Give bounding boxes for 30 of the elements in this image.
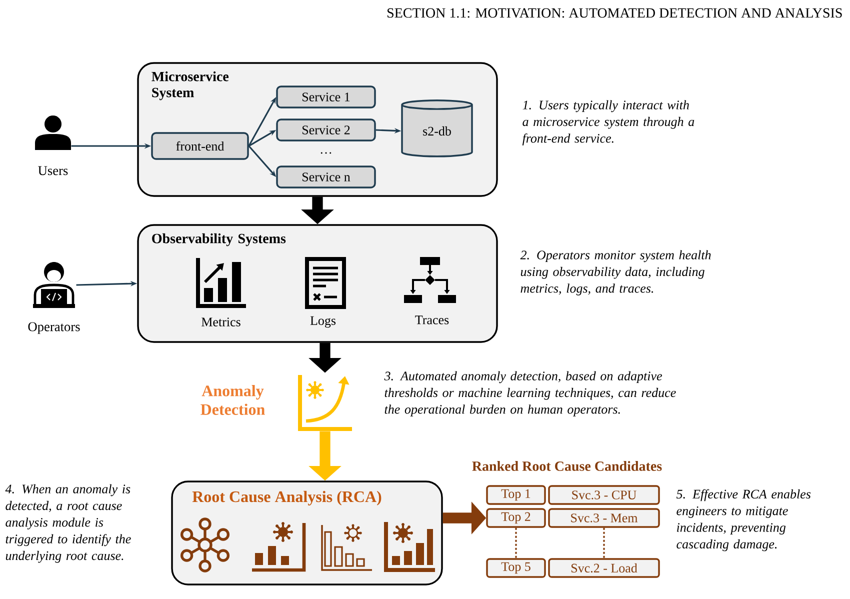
ellipsis: …: [320, 152, 332, 154]
icon-caption: Logs: [310, 316, 336, 328]
candidate-box: Top 2: [486, 508, 546, 528]
note-text: 4. When an anomaly is detected, a root cause analysis module is triggered to identify the underlying root cause.: [5, 484, 131, 563]
candidate-box: Svc.3 - Mem: [548, 508, 660, 528]
anomaly-chart-icon: [298, 375, 352, 431]
note-text: 3. Automated anomaly detection, based on adaptive thresholds or machine learning techniques, can reduce the operational burden on human operators.: [384, 371, 676, 416]
candidate-box: Top 1: [486, 485, 546, 505]
list-heading: Ranked Root Cause Candidates: [472, 461, 662, 471]
candidate-box: Svc.3 - CPU: [548, 485, 660, 505]
candidate-box: Top 5: [486, 558, 546, 578]
note-text: 1. Users typically interact with a microservice system through a front-end service.: [522, 100, 694, 146]
note-text: 2. Operators monitor system health using observability data, including metrics, logs, and traces.: [520, 250, 711, 296]
node-caption: Users: [38, 166, 68, 176]
service-box: front-end: [151, 132, 249, 160]
icon-caption: Traces: [415, 316, 449, 324]
dotted-line: [603, 528, 605, 558]
dotted-line: [515, 528, 517, 558]
person-icon: [35, 116, 71, 150]
service-box: Service n: [276, 166, 376, 188]
candidate-box: Svc.2 - Load: [548, 558, 660, 578]
person-at-laptop-icon: [33, 262, 75, 308]
note-text: 5. Effective RCA enables engineers to mitigate incidents, preventing cascading damage.: [676, 489, 811, 552]
service-box: Service 1: [276, 86, 376, 108]
icon-caption: Metrics: [202, 318, 240, 326]
node-caption: Operators: [28, 322, 80, 334]
database-cylinder: s2-db: [401, 100, 473, 158]
service-box: Service 2: [276, 118, 376, 142]
section-header: SECTION 1.1: MOTIVATION: AUTOMATED DETECTION AND ANALYSIS: [388, 8, 842, 18]
node-caption: Anomaly Detection: [200, 385, 265, 415]
